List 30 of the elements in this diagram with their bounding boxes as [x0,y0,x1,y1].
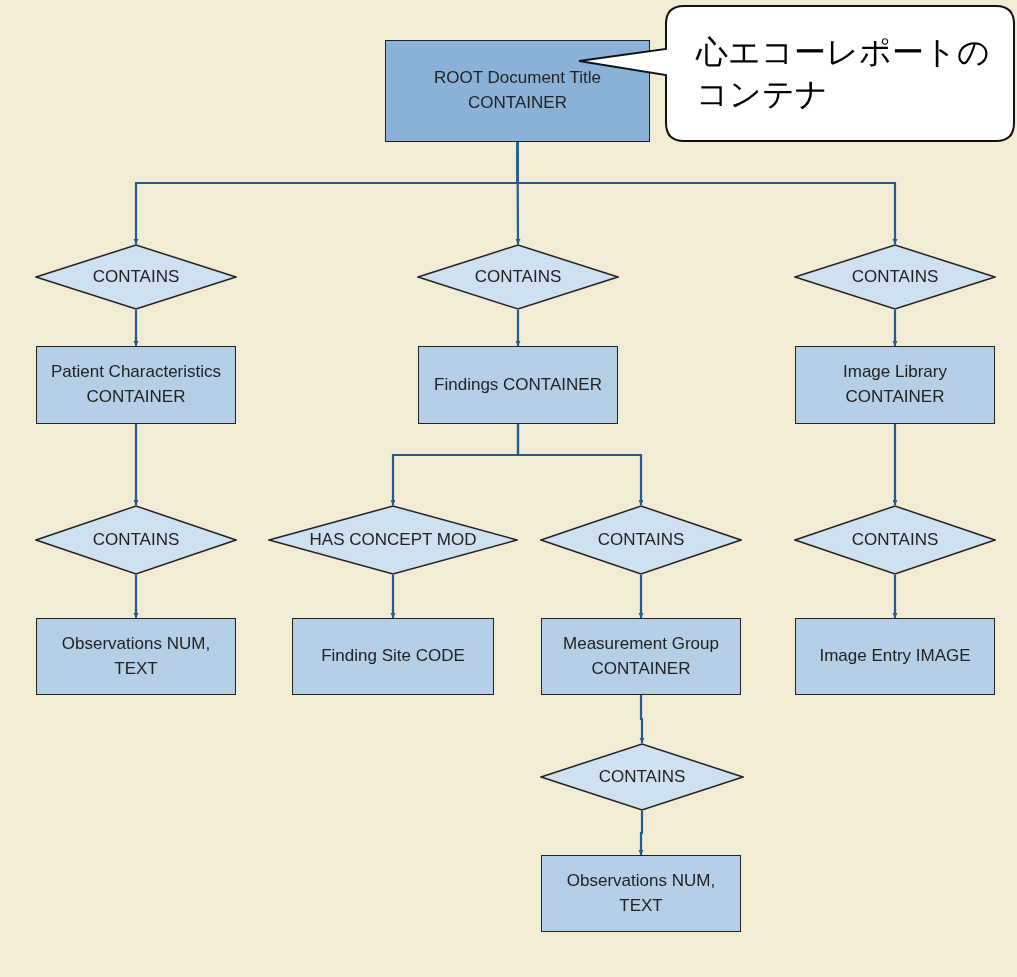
relationship-diamond: CONTAINS [794,505,996,575]
arrow [515,310,521,346]
container-box: Image Entry IMAGE [795,618,995,695]
arrow [133,424,139,505]
container-box: Finding Site CODE [292,618,494,695]
container-box: Measurement Group CONTAINER [541,618,741,695]
arrow [892,310,898,346]
arrow [133,575,139,618]
arrow [516,424,644,505]
relationship-diamond: CONTAINS [794,244,996,310]
relationship-diamond: CONTAINS [35,505,237,575]
relationship-diamond: CONTAINS [540,743,744,811]
arrow [516,142,898,244]
relationship-diamond: CONTAINS [35,244,237,310]
arrow [892,575,898,618]
arrow [133,310,139,346]
container-box: Observations NUM, TEXT [541,855,741,932]
root-container-box: ROOT Document Title CONTAINER [385,40,650,142]
container-box: Patient Characteristics CONTAINER [36,346,236,424]
container-box: Findings CONTAINER [418,346,618,424]
container-box: Image Library CONTAINER [795,346,995,424]
relationship-diamond: CONTAINS [417,244,619,310]
arrow [638,575,644,618]
relationship-diamond: HAS CONCEPT MOD [268,505,518,575]
arrow [390,575,396,618]
arrow [638,811,644,855]
arrow [639,695,645,743]
relationship-diamond: CONTAINS [540,505,742,575]
container-box: Observations NUM, TEXT [36,618,236,695]
arrow [892,424,898,505]
